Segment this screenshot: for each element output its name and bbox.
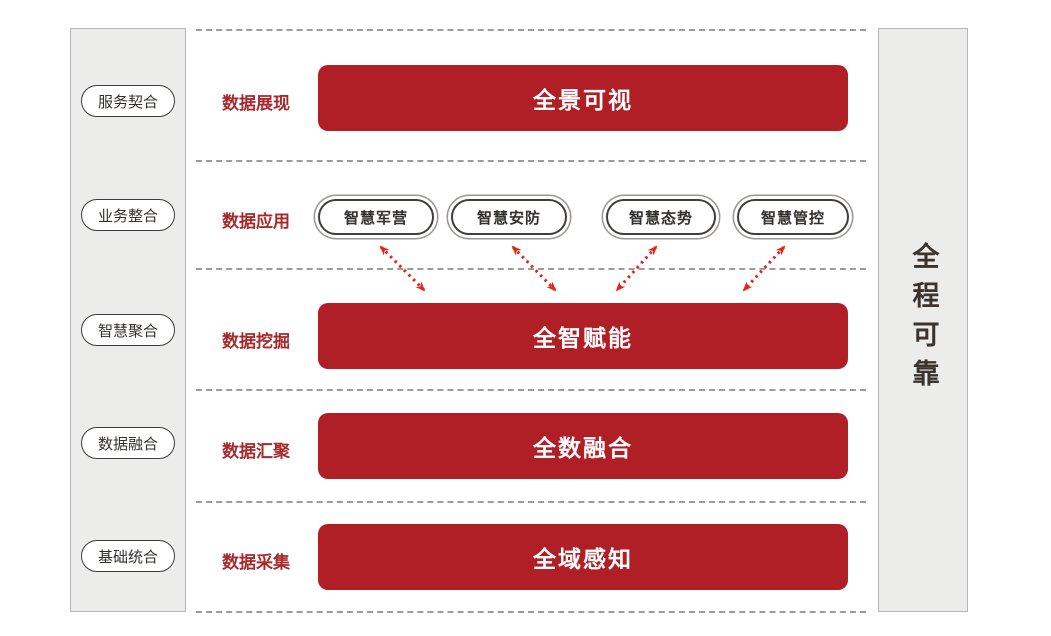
left-rail-item-1: 服务契合 xyxy=(81,85,175,117)
row-label-data-apply: 数据应用 xyxy=(222,212,290,232)
left-rail-item-5: 基础统合 xyxy=(81,540,175,572)
left-rail-item-4: 数据融合 xyxy=(81,427,175,459)
dotted-separator xyxy=(196,389,866,391)
dotted-separator xyxy=(196,611,866,613)
dotted-separator xyxy=(196,268,866,270)
layer-bar-sensing: 全域感知 xyxy=(318,524,848,590)
layer-bar-fusion: 全数融合 xyxy=(318,413,848,479)
layer-bar-panorama: 全景可视 xyxy=(318,65,848,131)
app-pill-smart-security: 智慧安防 xyxy=(451,199,567,235)
row-label-data-mining: 数据挖掘 xyxy=(222,332,290,352)
right-assurance-rail: 全程可靠 xyxy=(878,28,968,612)
app-pill-smart-posture: 智慧态势 xyxy=(606,199,716,235)
app-pill-smart-camp: 智慧军营 xyxy=(318,199,434,235)
app-pill-smart-control: 智慧管控 xyxy=(737,199,849,235)
left-rail-item-2: 业务整合 xyxy=(81,199,175,231)
dotted-separator xyxy=(196,29,866,31)
row-label-data-display: 数据展现 xyxy=(222,94,290,114)
dotted-separator xyxy=(196,501,866,503)
dotted-separator xyxy=(196,160,866,162)
layer-bar-empower: 全智赋能 xyxy=(318,303,848,369)
left-capability-rail: 服务契合 业务整合 智慧聚合 数据融合 基础统合 xyxy=(70,28,186,612)
right-rail-label: 全程可靠 xyxy=(907,242,939,398)
row-label-data-converge: 数据汇聚 xyxy=(222,442,290,462)
left-rail-item-3: 智慧聚合 xyxy=(81,314,175,346)
row-label-data-collect: 数据采集 xyxy=(222,553,290,573)
